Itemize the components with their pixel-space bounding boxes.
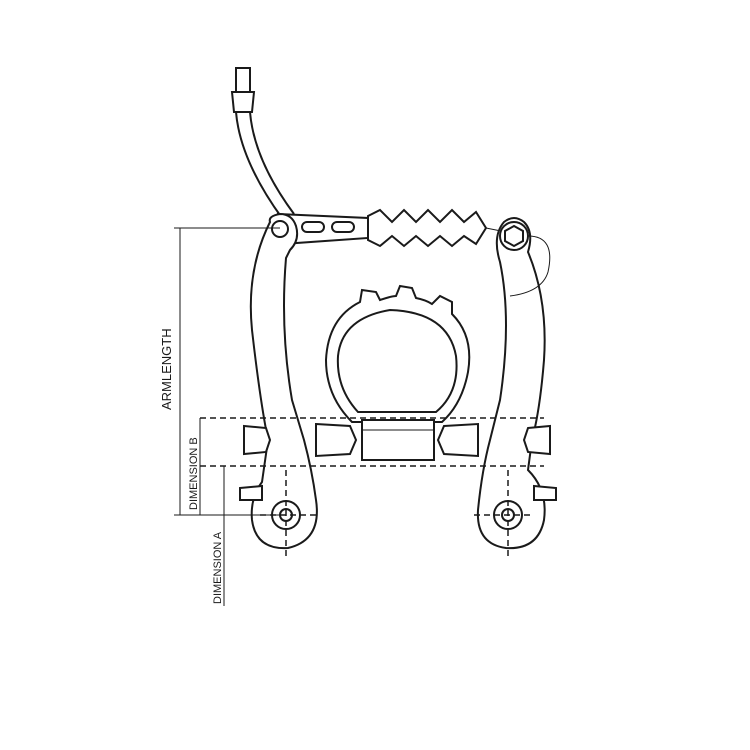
cable-boot xyxy=(276,208,507,248)
noodle-slot-2 xyxy=(331,221,355,233)
dimension-b-label: DIMENSION B xyxy=(188,437,200,510)
cable-housing-outer xyxy=(235,111,283,219)
cable-end-cap xyxy=(235,67,251,93)
right-spring-screw xyxy=(533,484,557,501)
dimension-lines xyxy=(174,227,544,606)
left-spring-screw xyxy=(239,484,263,501)
armlength-label: ARMLENGTH xyxy=(159,328,174,410)
tire-inner xyxy=(336,308,458,413)
right-anchor-bolt-hex xyxy=(504,224,524,248)
tire-rim xyxy=(324,284,471,461)
dimension-a-label: DIMENSION A xyxy=(212,531,224,604)
cable-housing-inner xyxy=(249,111,295,215)
brake-pads xyxy=(243,422,551,458)
rim xyxy=(361,419,435,461)
left-cable-pinch-bolt xyxy=(271,220,289,238)
right-arm xyxy=(476,217,557,550)
left-arm xyxy=(239,212,318,550)
right-pad-outer-washer xyxy=(522,424,551,456)
noodle-slot-1 xyxy=(301,221,325,233)
cable-tail xyxy=(509,235,551,297)
brake-cable xyxy=(230,67,295,219)
left-brake-pad xyxy=(315,422,358,458)
left-arm-body xyxy=(249,212,318,550)
cable-ferrule xyxy=(230,91,256,113)
rubber-boot xyxy=(367,208,488,248)
left-pad-outer-washer xyxy=(243,424,272,456)
right-brake-pad xyxy=(436,422,479,458)
